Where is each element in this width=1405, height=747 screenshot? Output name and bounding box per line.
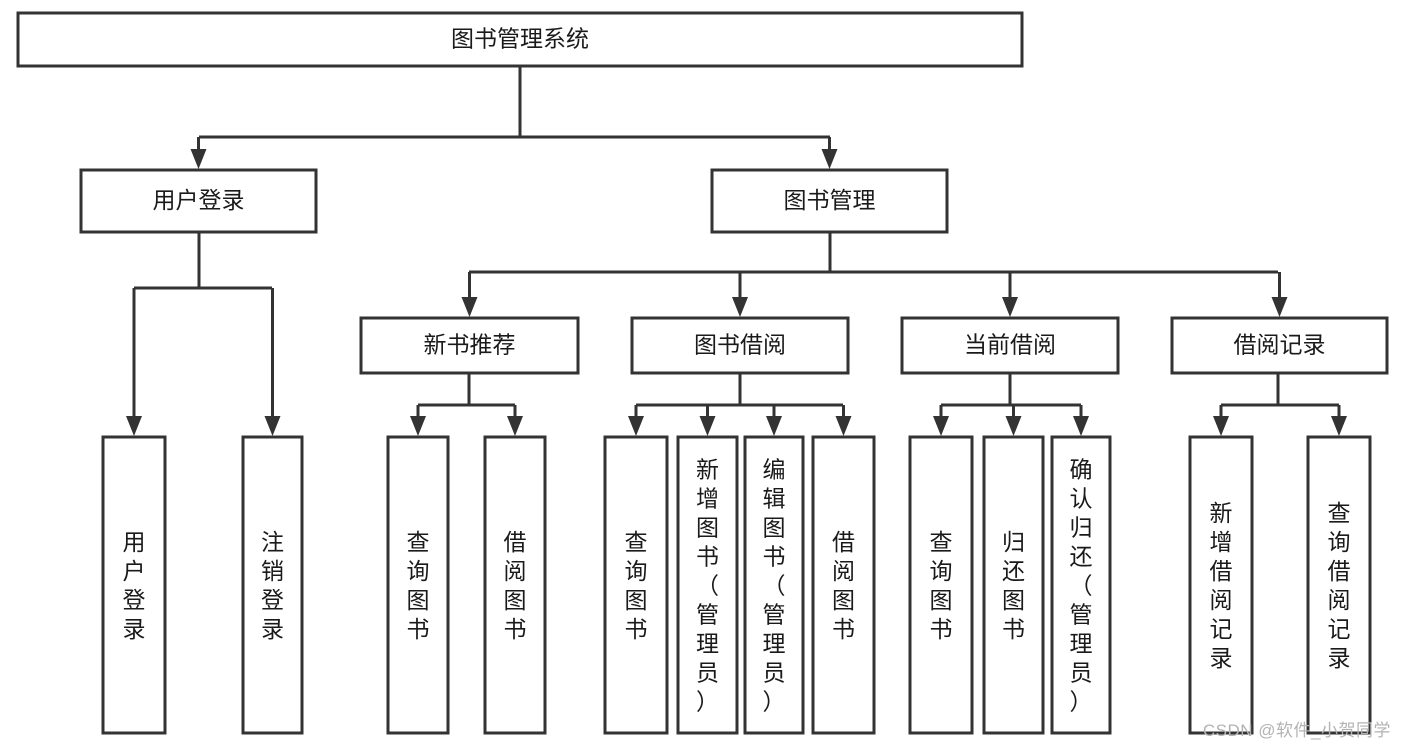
node-leaf-add-borrow-record[interactable]: 新增借阅记录: [1188, 435, 1254, 735]
node-leaf-logout[interactable]: 注销登录: [241, 435, 304, 735]
node-leaf-add-book-admin-box[interactable]: [676, 435, 739, 735]
arrow-head-icon-leaf-add-book-admin: [699, 416, 716, 436]
arrow-head-icon-leaf-query-book-cur: [933, 416, 949, 436]
node-user-login-box[interactable]: [79, 168, 318, 234]
arrow-head-icon-new-book-recommend: [461, 297, 478, 317]
arrow-head-icon-leaf-add-borrow-record: [1213, 416, 1229, 436]
arrow-head-icon-leaf-borrow-book-rec: [507, 416, 523, 436]
node-current-borrow-label: 当前借阅: [964, 332, 1056, 358]
node-root-root-label: 图书管理系统: [451, 26, 589, 52]
node-leaf-query-book-borrow-box[interactable]: [603, 435, 669, 735]
node-leaf-edit-book-admin[interactable]: 编辑图书（管理员）: [743, 435, 805, 735]
arrow-head-icon-leaf-borrow-book: [835, 416, 852, 436]
node-book-manage-box[interactable]: [710, 168, 949, 234]
arrow-head-icon-leaf-query-book-borrow: [628, 416, 644, 436]
node-leaf-query-book-cur[interactable]: 查询图书: [908, 435, 974, 735]
node-new-book-recommend-box[interactable]: [359, 316, 580, 375]
node-leaf-return-book[interactable]: 归还图书: [982, 435, 1045, 735]
csdn-watermark: CSDN @软件_小贺同学: [1202, 721, 1391, 740]
node-leaf-query-book-cur-box[interactable]: [908, 435, 974, 735]
node-leaf-query-book-borrow-label: 查询图书: [625, 529, 648, 642]
node-leaf-borrow-book-rec[interactable]: 借阅图书: [483, 435, 547, 735]
node-leaf-borrow-book-rec-box[interactable]: [483, 435, 547, 735]
node-leaf-edit-book-admin-label: 编辑图书（管理员）: [763, 457, 786, 715]
node-current-borrow-box[interactable]: [900, 316, 1120, 375]
node-book-manage[interactable]: 图书管理: [710, 168, 949, 234]
arrow-head-icon-leaf-logout: [264, 416, 281, 436]
node-leaf-user-login[interactable]: 用户登录: [101, 435, 167, 735]
node-leaf-logout-label: 注销登录: [261, 529, 284, 642]
node-leaf-user-login-label: 用户登录: [123, 529, 146, 642]
node-borrow-record[interactable]: 借阅记录: [1170, 316, 1389, 375]
node-user-login[interactable]: 用户登录: [79, 168, 318, 234]
arrow-head-icon-leaf-confirm-return-admin: [1073, 416, 1089, 436]
node-book-borrow[interactable]: 图书借阅: [630, 316, 850, 375]
node-leaf-query-book-rec-box[interactable]: [386, 435, 450, 735]
node-leaf-borrow-book-box[interactable]: [811, 435, 876, 735]
arrow-head-icon-user-login: [190, 149, 207, 169]
node-leaf-add-book-admin[interactable]: 新增图书（管理员）: [676, 435, 739, 735]
node-leaf-add-borrow-record-box[interactable]: [1188, 435, 1254, 735]
node-root-root[interactable]: 图书管理系统: [16, 11, 1024, 68]
node-new-book-recommend[interactable]: 新书推荐: [359, 316, 580, 375]
node-leaf-logout-box[interactable]: [241, 435, 304, 735]
arrow-head-icon-book-manage: [821, 149, 838, 169]
node-leaf-borrow-book-label: 借阅图书: [832, 529, 855, 642]
arrow-head-icon-current-borrow: [1002, 297, 1018, 317]
node-leaf-return-book-box[interactable]: [982, 435, 1045, 735]
node-leaf-confirm-return-admin-label: 确认归还（管理员）: [1070, 457, 1093, 715]
node-leaf-edit-book-admin-box[interactable]: [743, 435, 805, 735]
node-layer: 图书管理系统用户登录图书管理新书推荐图书借阅当前借阅借阅记录用户登录注销登录查询…: [16, 11, 1389, 735]
node-new-book-recommend-label: 新书推荐: [424, 332, 516, 358]
node-book-manage-label: 图书管理: [784, 187, 876, 213]
node-user-login-label: 用户登录: [153, 187, 245, 213]
arrow-head-icon-leaf-query-borrow-record: [1331, 416, 1347, 436]
node-leaf-confirm-return-admin-box[interactable]: [1050, 435, 1112, 735]
node-book-borrow-label: 图书借阅: [694, 332, 786, 358]
node-leaf-add-borrow-record-label: 新增借阅记录: [1210, 500, 1233, 671]
node-leaf-add-book-admin-label: 新增图书（管理员）: [696, 457, 719, 715]
node-root-root-box[interactable]: [16, 11, 1024, 68]
arrow-head-icon-leaf-query-book-rec: [410, 416, 426, 436]
node-leaf-borrow-book[interactable]: 借阅图书: [811, 435, 876, 735]
node-leaf-query-borrow-record-box[interactable]: [1306, 435, 1372, 735]
node-borrow-record-label: 借阅记录: [1234, 332, 1326, 358]
arrow-head-icon-leaf-return-book: [1005, 416, 1022, 436]
node-leaf-query-book-borrow[interactable]: 查询图书: [603, 435, 669, 735]
node-leaf-borrow-book-rec-label: 借阅图书: [504, 529, 527, 642]
node-leaf-query-borrow-record-label: 查询借阅记录: [1328, 500, 1351, 671]
node-book-borrow-box[interactable]: [630, 316, 850, 375]
node-leaf-query-book-rec-label: 查询图书: [407, 529, 430, 642]
arrow-head-icon-leaf-user-login: [126, 416, 142, 436]
arrow-head-icon-leaf-edit-book-admin: [766, 416, 782, 436]
connector-layer: [126, 66, 1347, 436]
node-leaf-return-book-label: 归还图书: [1002, 529, 1025, 642]
node-leaf-user-login-box[interactable]: [101, 435, 167, 735]
node-leaf-query-book-rec[interactable]: 查询图书: [386, 435, 450, 735]
arrow-head-icon-borrow-record: [1271, 297, 1288, 317]
node-current-borrow[interactable]: 当前借阅: [900, 316, 1120, 375]
node-leaf-confirm-return-admin[interactable]: 确认归还（管理员）: [1050, 435, 1112, 735]
node-leaf-query-borrow-record[interactable]: 查询借阅记录: [1306, 435, 1372, 735]
node-leaf-query-book-cur-label: 查询图书: [930, 529, 953, 642]
arrow-head-icon-book-borrow: [732, 297, 748, 317]
node-borrow-record-box[interactable]: [1170, 316, 1389, 375]
